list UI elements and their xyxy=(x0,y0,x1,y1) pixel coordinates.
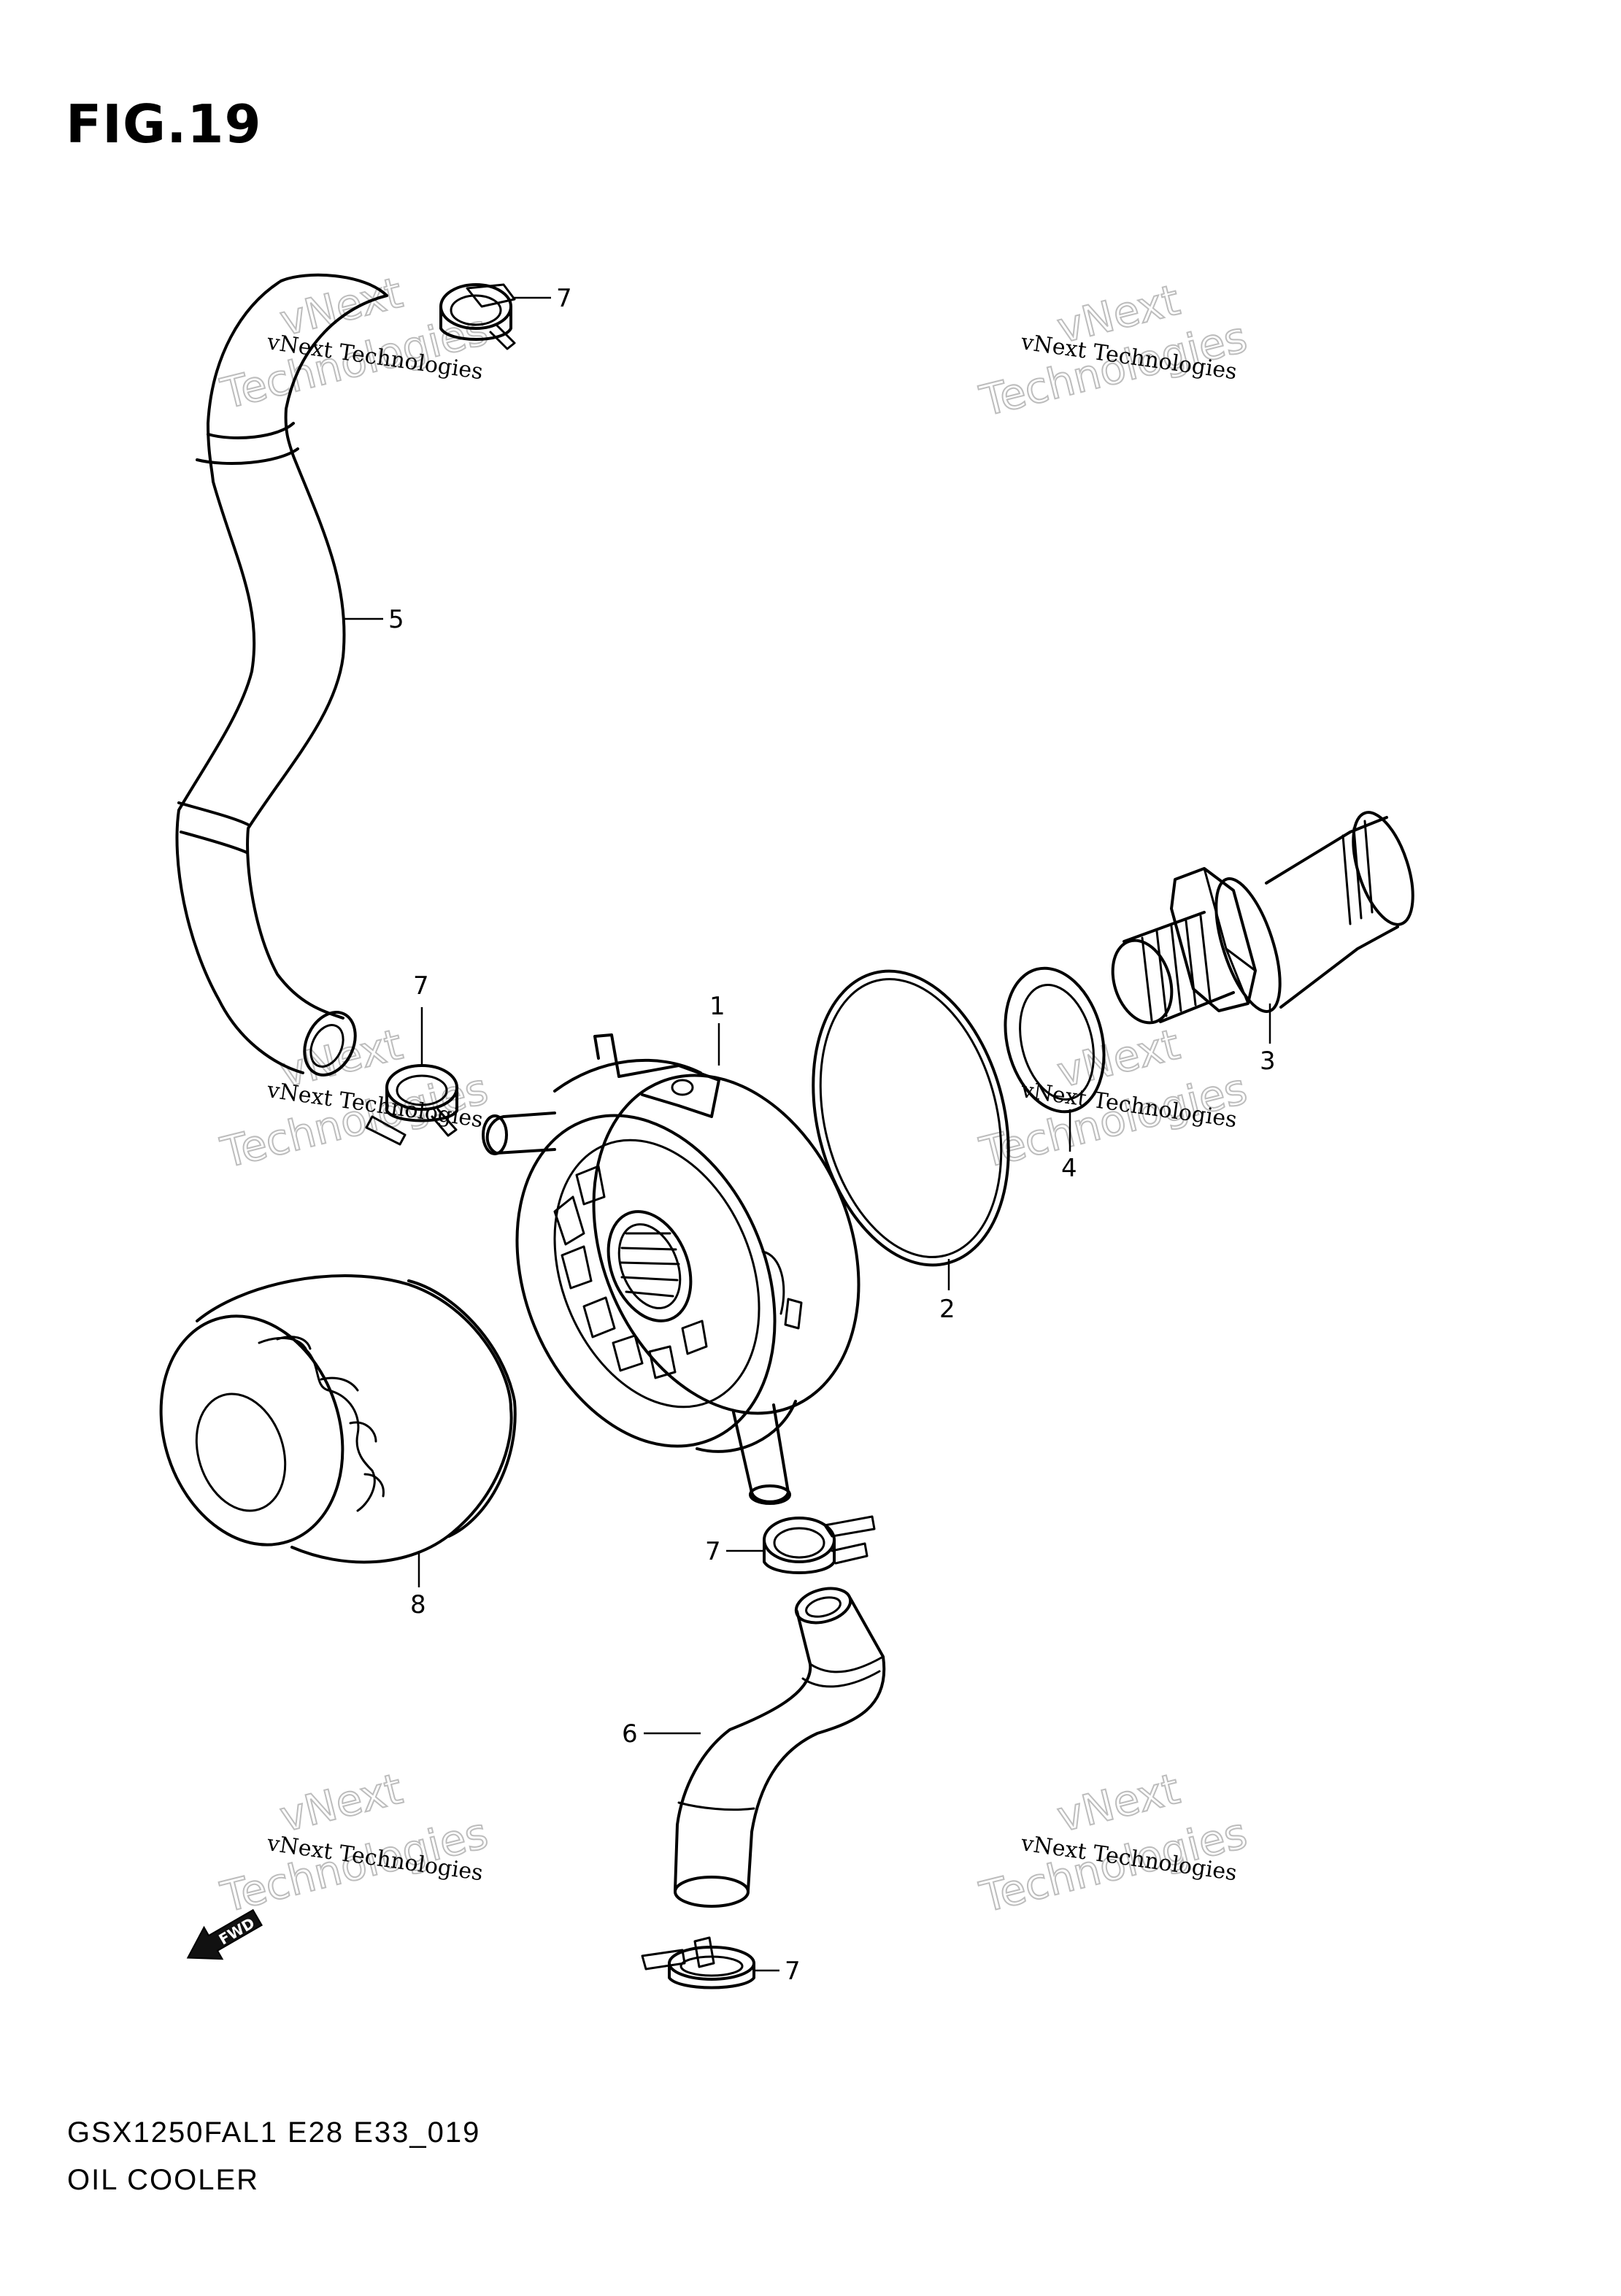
upper-hose-part-5 xyxy=(175,273,388,1076)
callout-2: 2 xyxy=(939,1295,955,1324)
callout-3: 3 xyxy=(1260,1047,1276,1076)
hose-clamp-lower-part-7 xyxy=(763,1515,876,1574)
svg-text:vNext: vNext xyxy=(275,1764,407,1842)
oil-filter-part-8 xyxy=(159,1274,517,1564)
model-code: GSX1250FAL1 E28 E33_019 xyxy=(67,2116,481,2149)
callout-6: 6 xyxy=(622,1719,638,1749)
gasket-part-4 xyxy=(1004,966,1106,1114)
watermark-bottom-right: vNext Technologies vNext Technologies xyxy=(974,1763,1252,1923)
callout-7-bottom: 7 xyxy=(785,1957,801,1986)
section-name: OIL COOLER xyxy=(67,2164,260,2196)
union-bolt-part-3 xyxy=(1111,811,1414,1025)
lower-hose-part-6 xyxy=(674,1587,886,1908)
watermark-bottom-left: vNext Technologies vNext Technologies xyxy=(215,1763,493,1923)
callout-8: 8 xyxy=(410,1590,426,1619)
oil-cooler-body-part-1 xyxy=(482,1033,860,1505)
callout-7-mid: 7 xyxy=(413,971,429,1001)
hose-clamp-top-part-7 xyxy=(439,283,516,350)
o-ring-part-2 xyxy=(812,969,1010,1267)
watermark-top-right: vNext Technologies vNext Technologies xyxy=(974,274,1252,427)
callout-7-lower: 7 xyxy=(705,1537,721,1566)
callout-7-top: 7 xyxy=(556,284,572,313)
hose-clamp-bottom-part-7 xyxy=(641,1936,755,1989)
callout-4: 4 xyxy=(1061,1154,1077,1183)
watermark-mid-right: vNext Technologies vNext Technologies xyxy=(974,1019,1252,1179)
forward-direction-arrow-icon: FWD xyxy=(186,1908,263,1960)
figure-number: FIG.19 xyxy=(66,93,262,155)
callout-1: 1 xyxy=(709,992,725,1021)
callout-5: 5 xyxy=(388,605,404,634)
